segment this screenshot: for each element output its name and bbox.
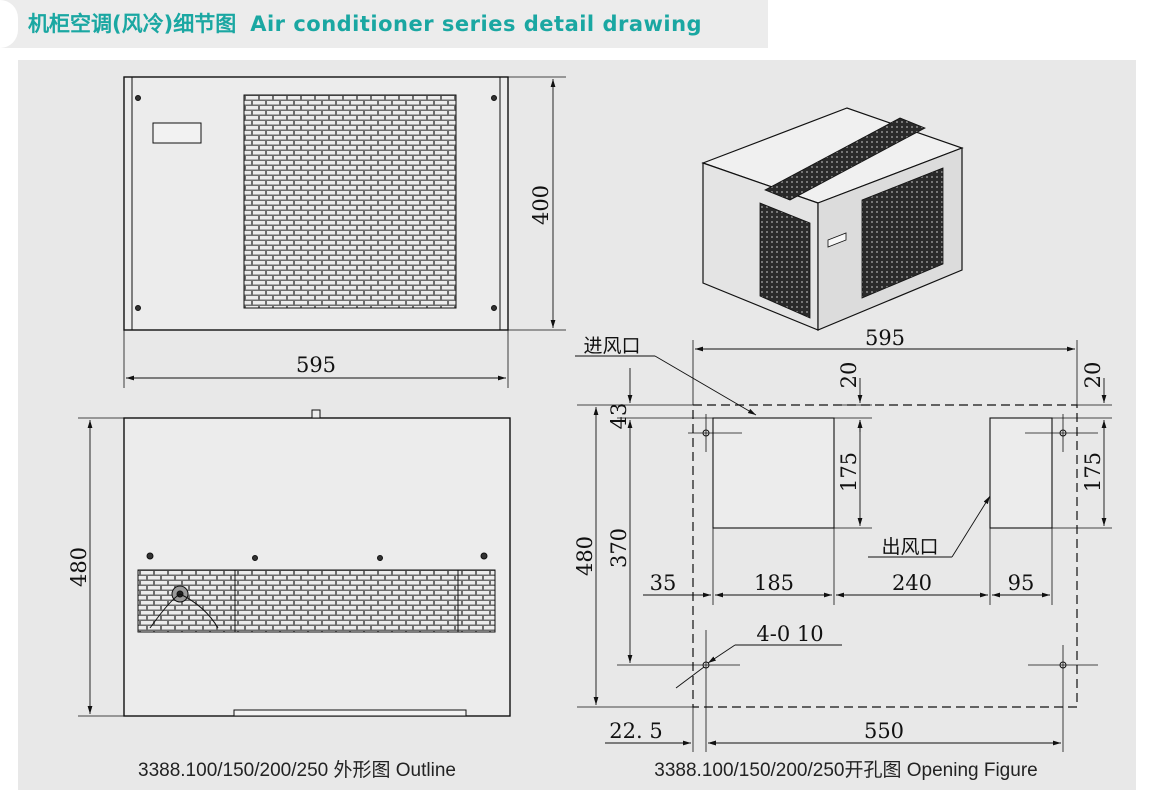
title-cn: 机柜空调(风冷)细节图 bbox=[28, 12, 237, 36]
dim-20-left: 20 bbox=[837, 362, 861, 389]
dim-480: 480 bbox=[573, 536, 597, 576]
opening-caption: 3388.100/150/200/250开孔图 Opening Figure bbox=[654, 759, 1037, 781]
dim-20-right: 20 bbox=[1081, 362, 1105, 389]
title-pill bbox=[0, 0, 18, 48]
dim-550: 550 bbox=[864, 719, 904, 743]
dim-175-left: 175 bbox=[837, 452, 861, 492]
title-en: Air conditioner series detail drawing bbox=[250, 12, 703, 36]
opening-figure bbox=[575, 340, 1112, 752]
dim-240: 240 bbox=[892, 571, 932, 595]
dim-22-5: 22. 5 bbox=[609, 719, 662, 743]
dim-35: 35 bbox=[650, 571, 677, 595]
outlet-label: 出风口 bbox=[881, 536, 938, 558]
front-width-label: 595 bbox=[296, 353, 336, 377]
dim-185: 185 bbox=[754, 571, 794, 595]
dim-95: 95 bbox=[1008, 571, 1035, 595]
title-bar: 机柜空调(风冷)细节图 Air conditioner series detail… bbox=[0, 0, 768, 48]
holes-label: 4-0 10 bbox=[756, 622, 823, 646]
outline-caption: 3388.100/150/200/250 外形图 Outline bbox=[138, 759, 456, 781]
side-height-label: 480 bbox=[67, 547, 91, 587]
dim-43: 43 bbox=[607, 403, 631, 430]
dim-175-right: 175 bbox=[1081, 452, 1105, 492]
page-title: 机柜空调(风冷)细节图 Air conditioner series detail… bbox=[28, 8, 702, 38]
isometric-view bbox=[701, 107, 964, 331]
dim-370: 370 bbox=[607, 528, 631, 568]
front-height-label: 400 bbox=[529, 185, 553, 225]
opening-width-label: 595 bbox=[865, 326, 905, 350]
front-outline-view bbox=[123, 76, 566, 388]
side-outline-view bbox=[78, 409, 511, 717]
inlet-label: 进风口 bbox=[583, 335, 640, 357]
